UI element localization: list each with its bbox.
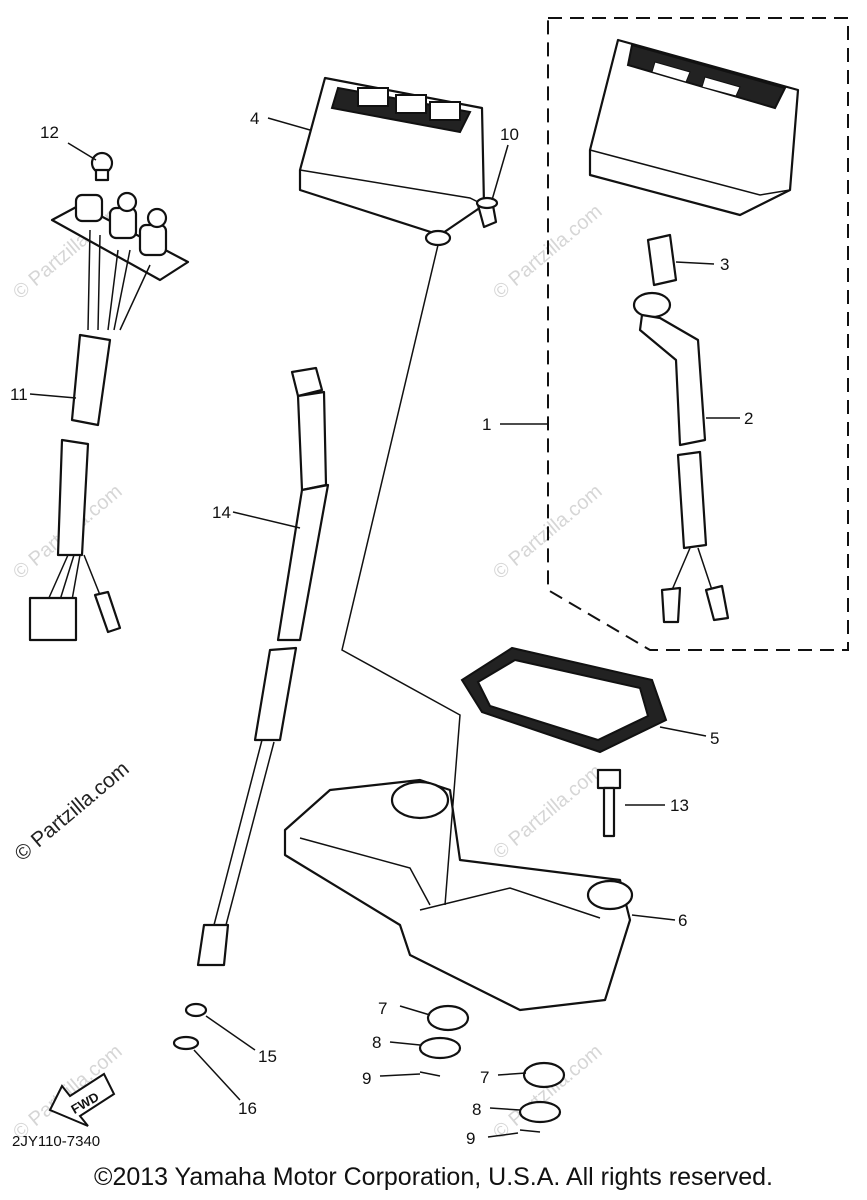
callout-1: 1 <box>482 415 491 434</box>
part-4-meter-case <box>298 76 486 247</box>
part-7-grommet <box>426 1004 566 1089</box>
callout-11: 11 <box>10 385 28 404</box>
callout-8: 8 <box>472 1100 481 1119</box>
callout-13: 13 <box>670 796 689 815</box>
part-13-bolt <box>596 768 622 838</box>
callout-7: 7 <box>480 1068 489 1087</box>
watermark: © Partzilla.com <box>489 1040 606 1143</box>
callout-9: 9 <box>362 1069 371 1088</box>
part-12-bulb <box>90 151 114 182</box>
leader-lines <box>29 117 740 1138</box>
callout-labels: 1 2 3 4 5 6 7 7 8 8 9 9 10 11 12 13 14 1… <box>10 109 753 1148</box>
part-3-socket <box>646 233 678 287</box>
callout-9: 9 <box>466 1129 475 1148</box>
callout-8: 8 <box>372 1033 381 1052</box>
diagram-code: 2JY110-7340 <box>12 1133 100 1150</box>
part-1-meter-assembly <box>588 38 800 217</box>
callout-16: 16 <box>238 1099 257 1118</box>
part-6-bracket <box>283 778 634 1012</box>
part-2-harness <box>632 291 730 624</box>
part-10-screw <box>475 196 499 229</box>
callout-12: 12 <box>40 123 59 142</box>
part-15-16-washers <box>172 1002 208 1051</box>
part-14-meter-cable <box>196 366 330 967</box>
callout-6: 6 <box>678 911 687 930</box>
part-11-wire-harness <box>28 191 190 642</box>
callout-4: 4 <box>250 109 259 128</box>
copyright-notice: ©2013 Yamaha Motor Corporation, U.S.A. A… <box>94 1163 773 1191</box>
part-8-washer <box>418 1036 562 1124</box>
callout-2: 2 <box>744 409 753 428</box>
watermark-dark: © Partzilla.com <box>10 757 133 866</box>
callout-14: 14 <box>212 503 231 522</box>
part-5-gasket <box>460 646 668 754</box>
part-9-pin <box>419 1071 541 1133</box>
callout-5: 5 <box>710 729 719 748</box>
callout-3: 3 <box>720 255 729 274</box>
callout-10: 10 <box>500 125 519 144</box>
assembly-1-boundary <box>547 17 849 651</box>
callout-15: 15 <box>258 1047 277 1066</box>
watermark: © Partzilla.com <box>489 760 606 863</box>
callout-7: 7 <box>378 999 387 1018</box>
